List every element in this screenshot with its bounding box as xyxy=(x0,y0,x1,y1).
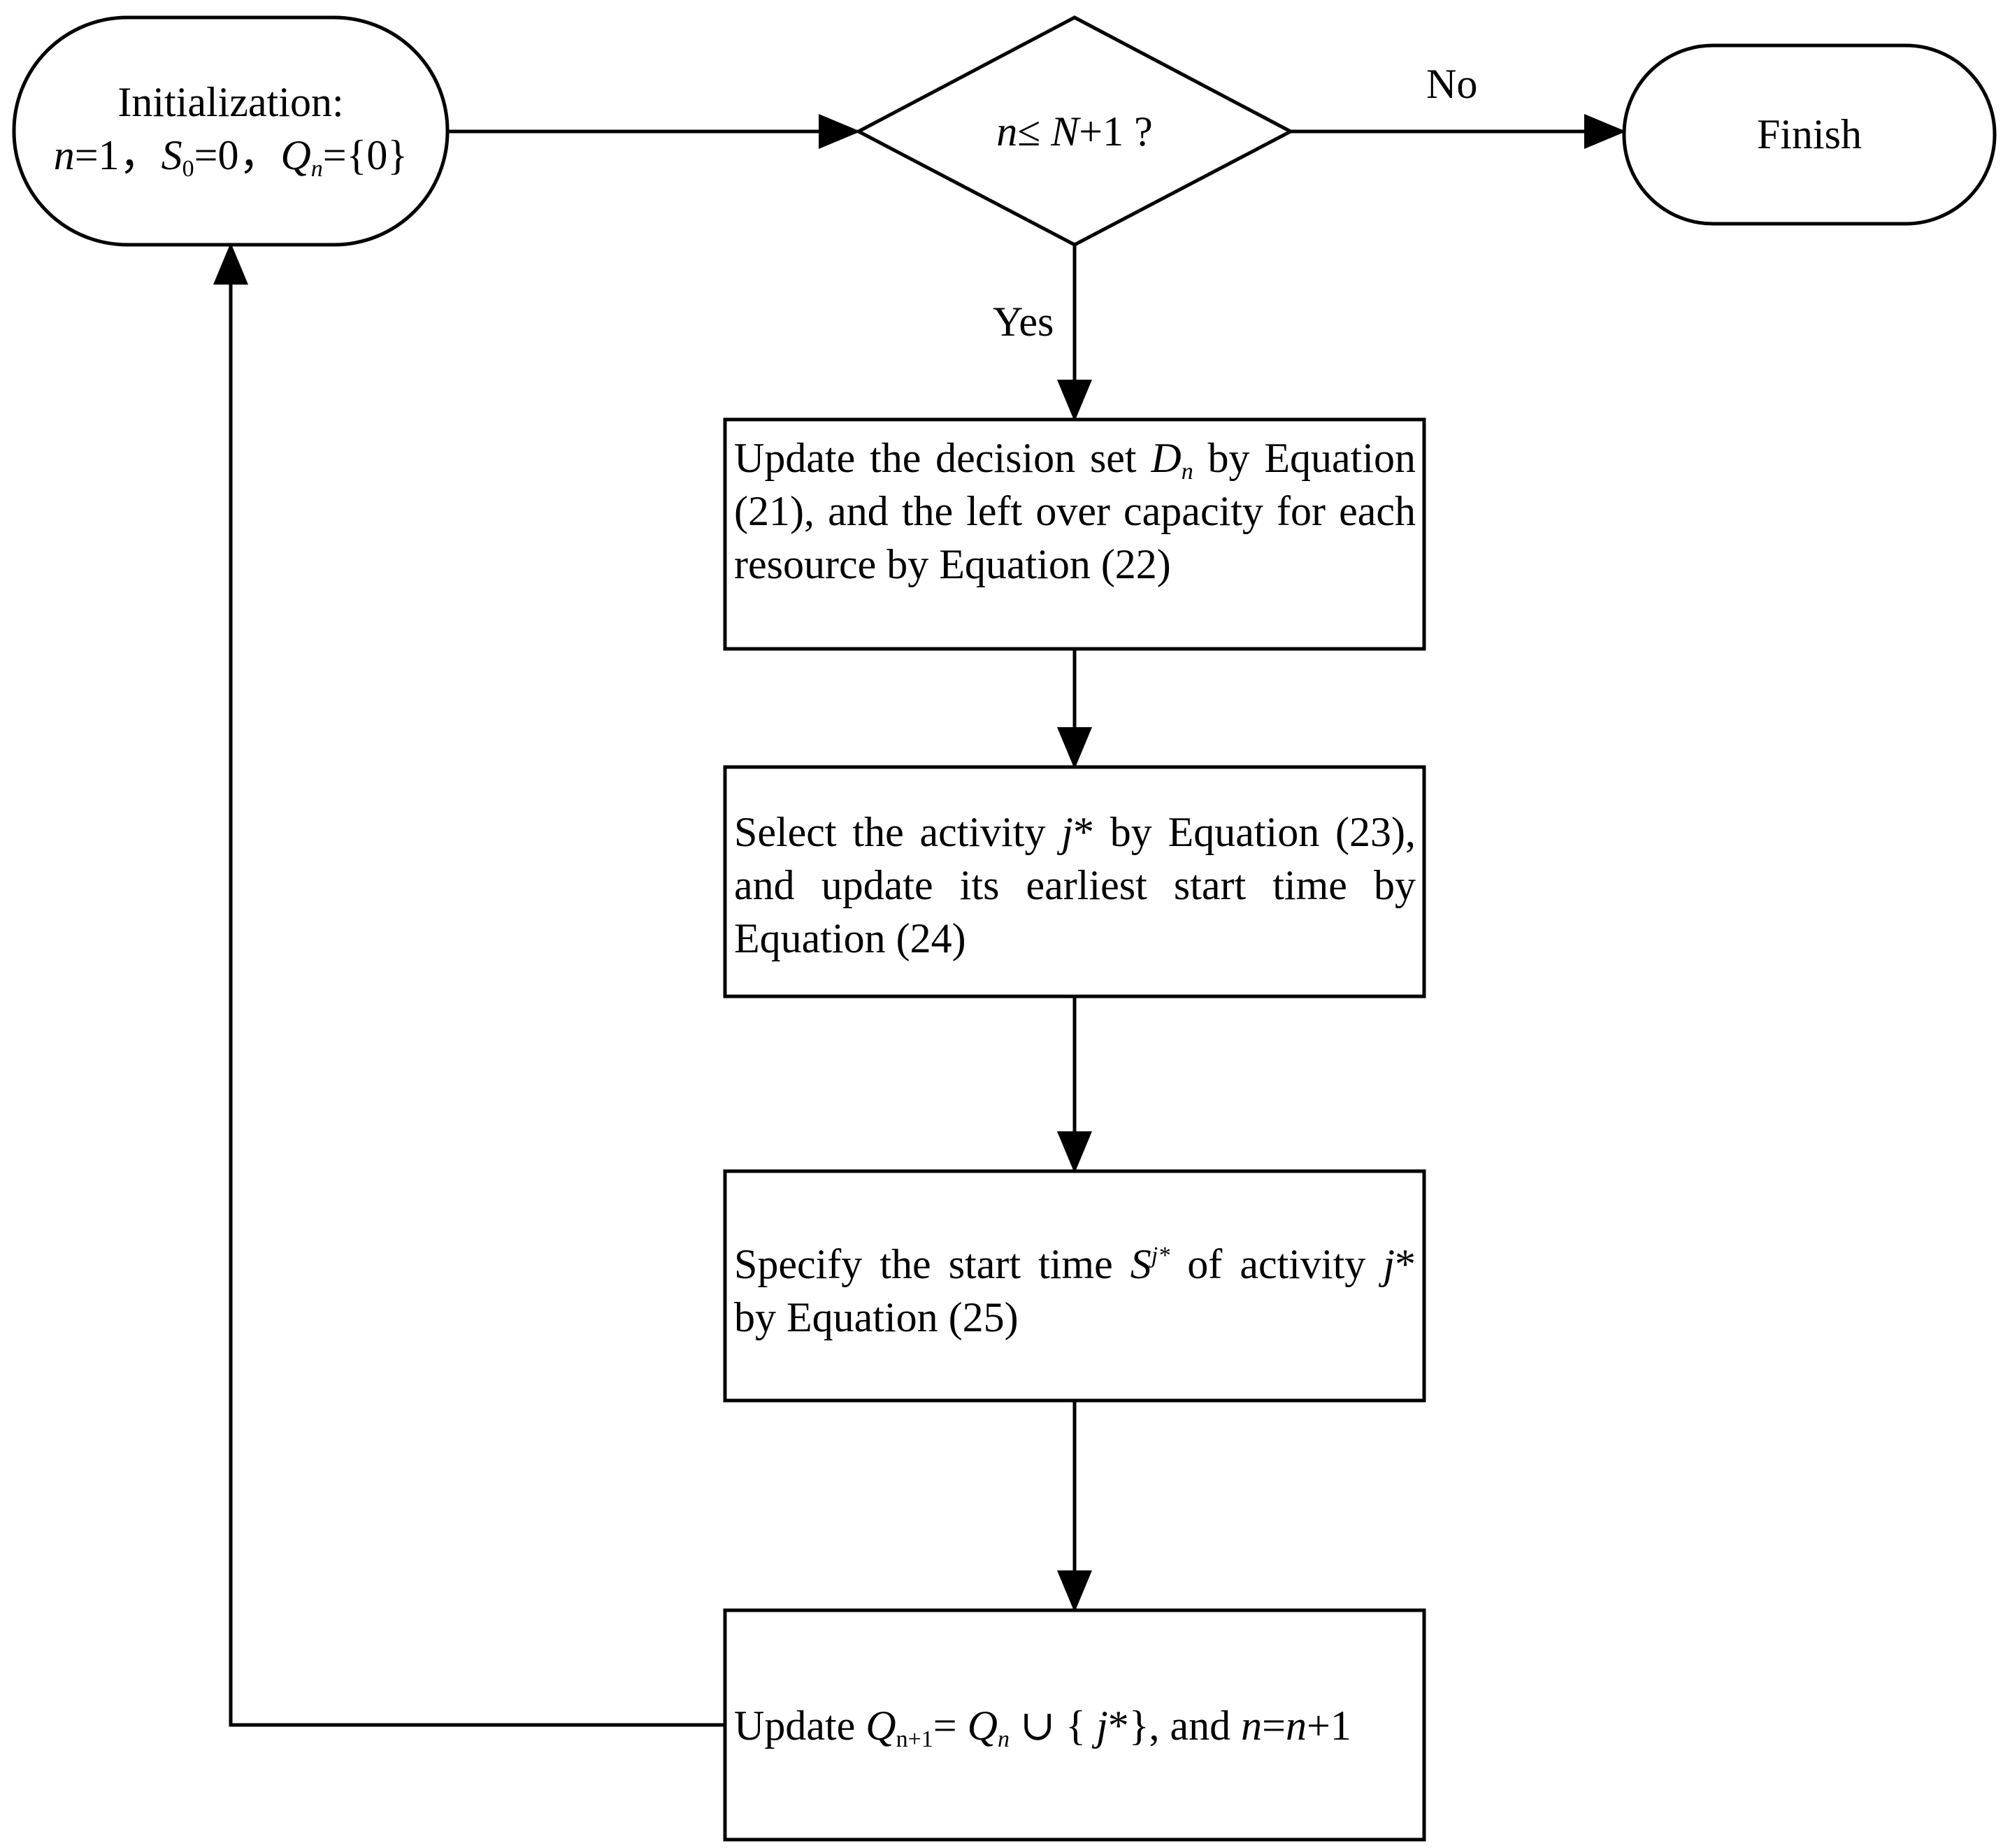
process-box-update-decision-set xyxy=(723,417,1426,651)
decision-condition: n≤ N+1 ? xyxy=(996,108,1153,155)
finish-label: Finish xyxy=(1756,111,1862,157)
box2-text: Select the activity j* by Equation (23),… xyxy=(734,809,1416,961)
start-node-formula: n=1，S0=0，Qn={0} xyxy=(53,132,408,182)
edge-label-no: No xyxy=(1426,61,1477,107)
box3-text: Specify the start time Sj* of activity j… xyxy=(734,1241,1416,1340)
edge-box4-loop-to-start xyxy=(213,243,725,1727)
process-box-select-activity xyxy=(723,765,1426,998)
start-node-title: Initialization: xyxy=(117,79,344,125)
box1-text: Update the decision set Dn by Equation (… xyxy=(734,435,1416,587)
edge-label-yes: Yes xyxy=(993,299,1054,345)
process-box-specify-start-time xyxy=(723,1169,1426,1403)
process-box-update-q xyxy=(723,1608,1426,1842)
box4-text: Update Qn+1= Qn ∪ { j*}, and n=n+1 xyxy=(734,1703,1351,1752)
start-node-text: Initialization: n=1，S0=0，Qn={0} xyxy=(21,76,440,182)
